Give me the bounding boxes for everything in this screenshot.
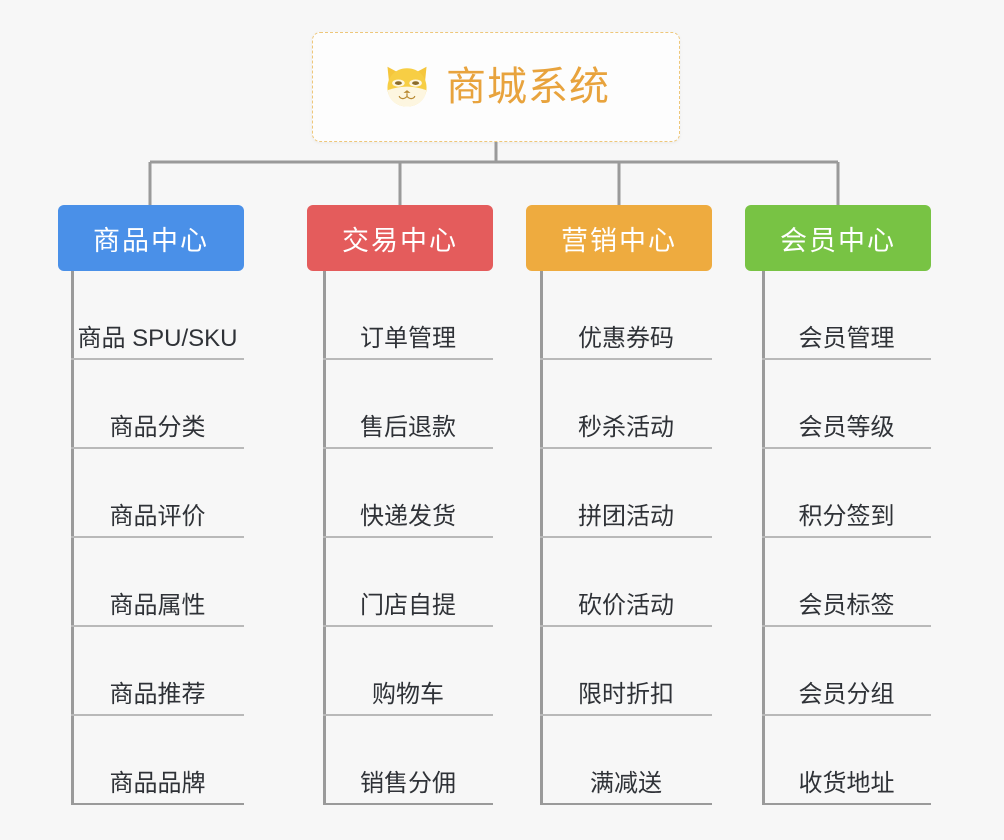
- leaf-item[interactable]: 会员等级: [762, 360, 931, 449]
- leaf-label: 商品属性: [109, 591, 206, 619]
- leaf-item[interactable]: 积分签到: [762, 449, 931, 538]
- leaf-label: 秒杀活动: [578, 413, 674, 441]
- leaf-label: 商品 SPU/SKU: [77, 324, 238, 352]
- branch-header-0[interactable]: 商品中心: [58, 205, 244, 271]
- branch-column-2: 营销中心 优惠券码 秒杀活动 拼团活动 砍价活动 限时折扣 满减送: [526, 205, 712, 805]
- leaf-item[interactable]: 收货地址: [762, 716, 931, 805]
- leaf-item[interactable]: 订单管理: [323, 271, 493, 360]
- leaf-item[interactable]: 快递发货: [323, 449, 493, 538]
- branch-column-1: 交易中心 订单管理 售后退款 快递发货 门店自提 购物车 销售分佣: [307, 205, 493, 805]
- branch-header-1[interactable]: 交易中心: [307, 205, 493, 271]
- leaf-item[interactable]: 商品属性: [71, 538, 244, 627]
- leaf-item[interactable]: 销售分佣: [323, 716, 493, 805]
- leaf-list-2: 优惠券码 秒杀活动 拼团活动 砍价活动 限时折扣 满减送: [526, 271, 712, 805]
- leaf-item[interactable]: 秒杀活动: [540, 360, 712, 449]
- branch-column-0: 商品中心 商品 SPU/SKU 商品分类 商品评价 商品属性 商品推荐 商品品牌: [58, 205, 244, 805]
- branch-header-label: 交易中心: [342, 225, 458, 256]
- leaf-label: 商品品牌: [109, 769, 206, 797]
- leaf-label: 门店自提: [360, 591, 456, 619]
- branch-header-label: 会员中心: [780, 225, 896, 256]
- leaf-label: 会员等级: [798, 413, 895, 441]
- branch-header-label: 商品中心: [93, 225, 209, 256]
- leaf-list-3: 会员管理 会员等级 积分签到 会员标签 会员分组 收货地址: [745, 271, 931, 805]
- leaf-label: 拼团活动: [578, 502, 674, 530]
- branch-header-2[interactable]: 营销中心: [526, 205, 712, 271]
- branch-header-3[interactable]: 会员中心: [745, 205, 931, 271]
- root-title: 商城系统: [446, 65, 610, 109]
- leaf-label: 商品分类: [109, 413, 206, 441]
- shiba-dog-icon: [387, 66, 427, 107]
- leaf-item[interactable]: 限时折扣: [540, 627, 712, 716]
- branch-column-3: 会员中心 会员管理 会员等级 积分签到 会员标签 会员分组 收货地址: [745, 205, 931, 805]
- leaf-label: 购物车: [372, 680, 444, 708]
- leaf-label: 砍价活动: [578, 591, 674, 619]
- leaf-label: 收货地址: [798, 769, 895, 797]
- leaf-label: 满减送: [590, 769, 662, 797]
- branch-header-label: 营销中心: [561, 225, 677, 256]
- leaf-label: 商品评价: [109, 502, 206, 530]
- leaf-label: 售后退款: [360, 413, 456, 441]
- leaf-label: 订单管理: [360, 324, 456, 352]
- leaf-item[interactable]: 门店自提: [323, 538, 493, 627]
- leaf-label: 销售分佣: [360, 769, 456, 797]
- leaf-label: 限时折扣: [578, 680, 674, 708]
- root-node[interactable]: 商城系统: [312, 32, 680, 142]
- leaf-item[interactable]: 商品品牌: [71, 716, 244, 805]
- leaf-item[interactable]: 会员分组: [762, 627, 931, 716]
- leaf-item[interactable]: 商品评价: [71, 449, 244, 538]
- leaf-item[interactable]: 满减送: [540, 716, 712, 805]
- leaf-item[interactable]: 优惠券码: [540, 271, 712, 360]
- leaf-label: 会员分组: [798, 680, 895, 708]
- leaf-list-0: 商品 SPU/SKU 商品分类 商品评价 商品属性 商品推荐 商品品牌: [58, 271, 244, 805]
- leaf-item[interactable]: 购物车: [323, 627, 493, 716]
- leaf-label: 商品推荐: [109, 680, 206, 708]
- leaf-item[interactable]: 会员标签: [762, 538, 931, 627]
- leaf-item[interactable]: 会员管理: [762, 271, 931, 360]
- leaf-label: 会员管理: [798, 324, 895, 352]
- leaf-item[interactable]: 商品推荐: [71, 627, 244, 716]
- leaf-item[interactable]: 商品 SPU/SKU: [71, 271, 244, 360]
- leaf-label: 积分签到: [798, 502, 895, 530]
- leaf-label: 会员标签: [798, 591, 895, 619]
- leaf-label: 优惠券码: [578, 324, 674, 352]
- leaf-item[interactable]: 砍价活动: [540, 538, 712, 627]
- leaf-label: 快递发货: [360, 502, 456, 530]
- leaf-item[interactable]: 售后退款: [323, 360, 493, 449]
- leaf-item[interactable]: 拼团活动: [540, 449, 712, 538]
- leaf-item[interactable]: 商品分类: [71, 360, 244, 449]
- leaf-list-1: 订单管理 售后退款 快递发货 门店自提 购物车 销售分佣: [307, 271, 493, 805]
